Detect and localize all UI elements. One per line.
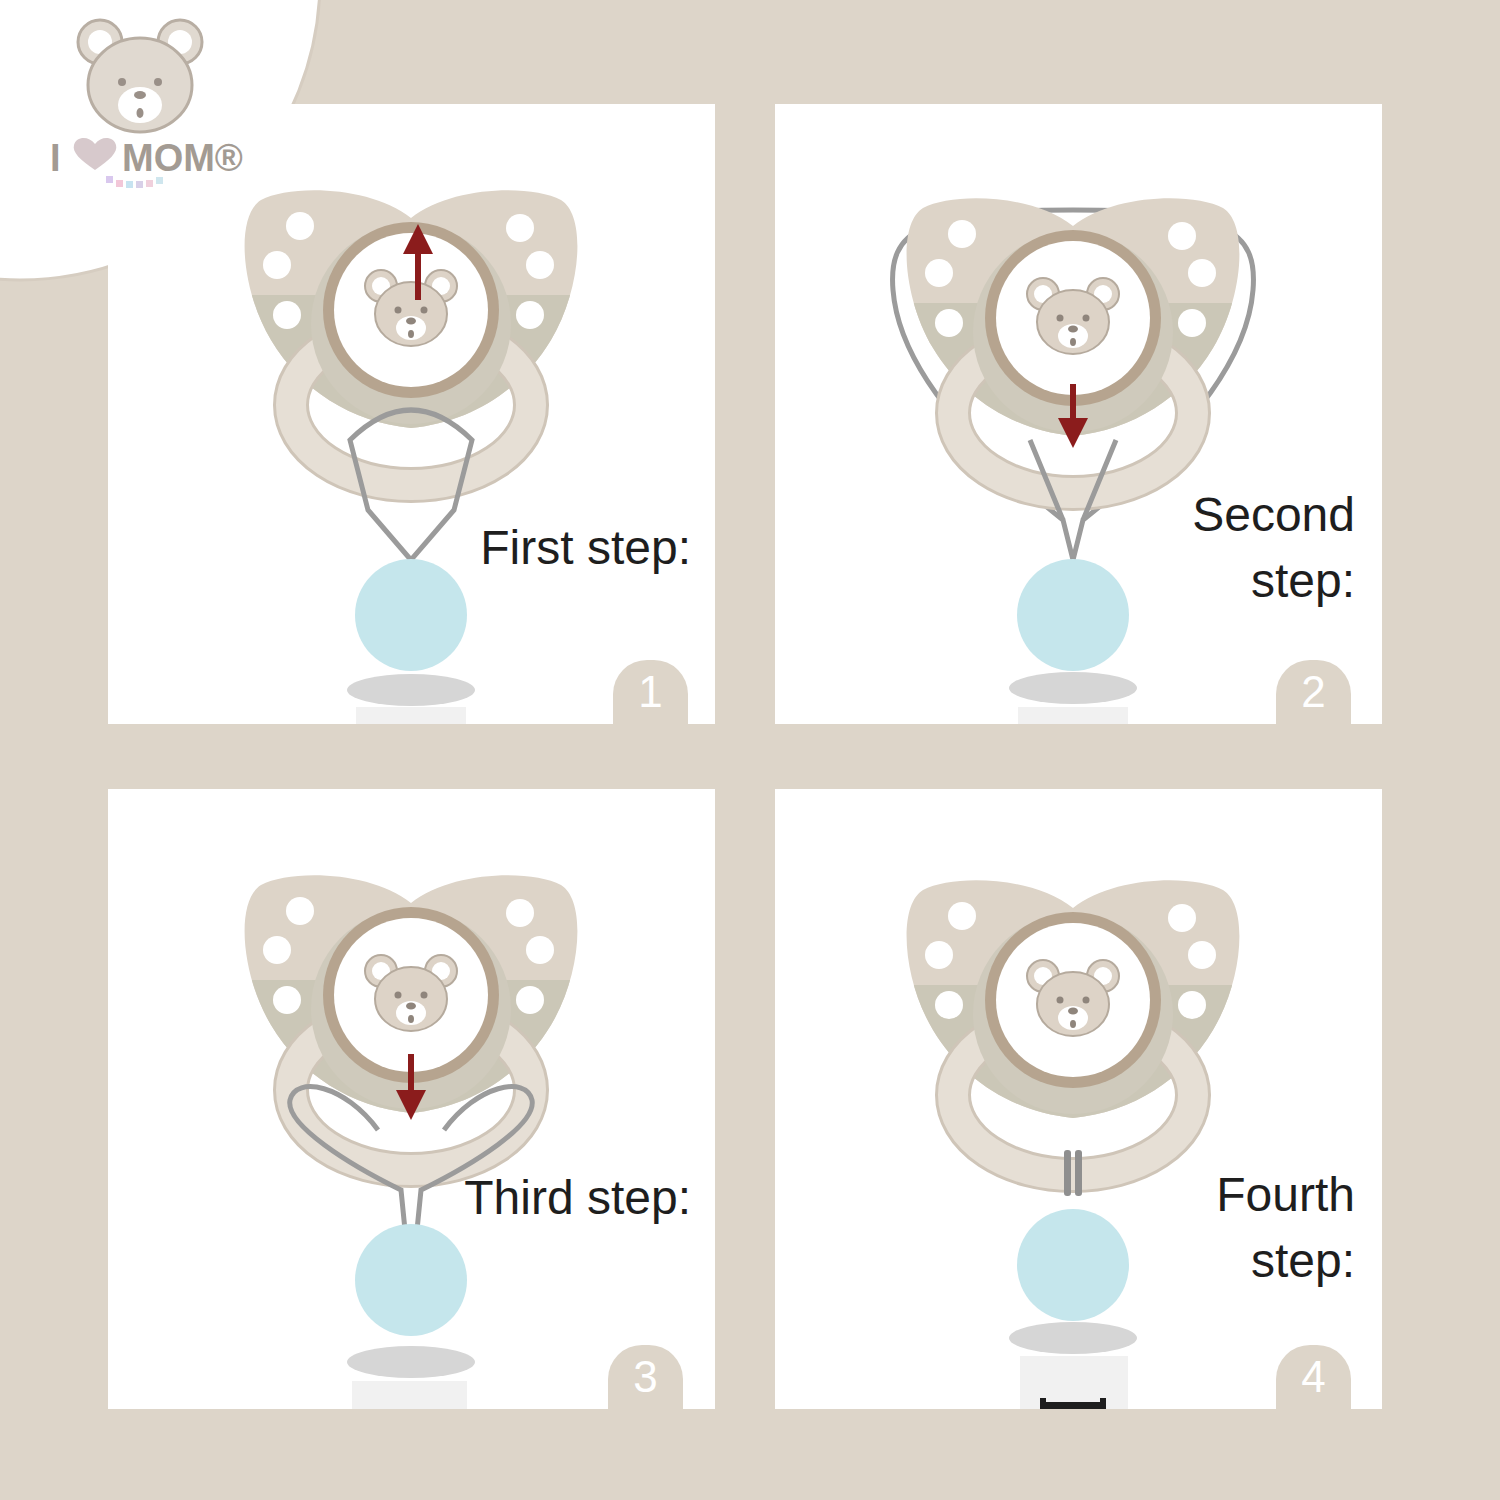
step-panel: 2 Second step:	[775, 104, 1382, 724]
step-caption: Second step:	[1125, 482, 1355, 614]
step-caption: Fourth step:	[1115, 1162, 1355, 1294]
step-number: 2	[1276, 660, 1351, 724]
step-number: 3	[608, 1345, 683, 1409]
step-number: 4	[1276, 1345, 1351, 1409]
step-panel: 3 Third step:	[108, 789, 715, 1409]
step-panel: 1 First step:	[108, 104, 715, 724]
step-caption: First step:	[391, 515, 691, 581]
step-number-badge: 2	[1276, 660, 1351, 724]
step-number-badge: 3	[608, 1345, 683, 1409]
step-number: 1	[613, 660, 688, 724]
step-number-badge: 1	[613, 660, 688, 724]
step-caption: Third step:	[461, 1165, 691, 1231]
logo-text: MOM®	[122, 136, 243, 180]
step-panel: 4 Fourth step:	[775, 789, 1382, 1409]
logo-text: I	[50, 136, 61, 180]
step-number-badge: 4	[1276, 1345, 1351, 1409]
